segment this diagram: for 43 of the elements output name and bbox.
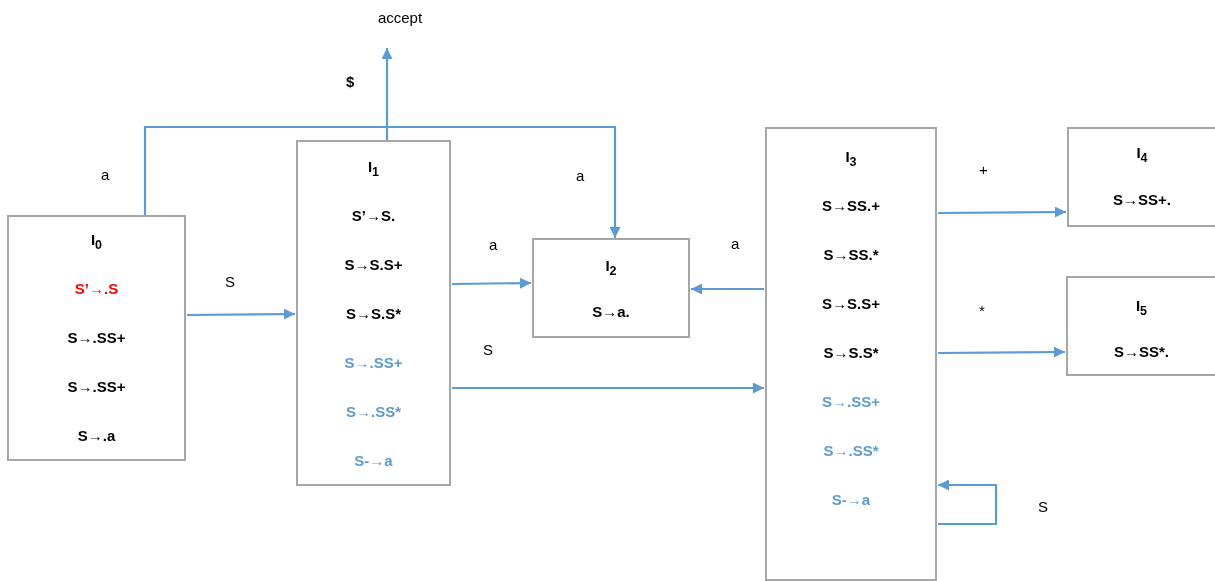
state-box: [1066, 276, 1215, 376]
state-box: [296, 140, 451, 486]
lr-item: S-→a: [353, 451, 394, 471]
lr-item: S→SS.+: [821, 196, 881, 216]
lr-item: S→S.S*: [822, 343, 880, 363]
lr-item: S→.SS*: [345, 402, 402, 422]
lr-item: S-→a: [830, 490, 872, 510]
arrow: [143, 125, 621, 238]
lr-item: S→.SS+: [66, 377, 127, 397]
state-name: I$_{0}$: [89, 230, 104, 254]
accept-label: accept: [376, 8, 424, 28]
state-name: I$_{4}$: [1135, 143, 1149, 167]
lr-item: S→.a: [76, 426, 117, 446]
state-box: [532, 238, 690, 338]
state-name: I$_{3}$: [844, 147, 858, 171]
lr-item: S→.SS+: [343, 353, 404, 373]
arrow: [452, 382, 764, 394]
state-name: I$_{1}$: [366, 157, 381, 181]
lr-item: S→.SS*: [822, 441, 880, 461]
lr-item: S→S.S+: [343, 255, 404, 275]
lr-item: S’→S.: [350, 206, 397, 226]
arrow: [452, 277, 531, 289]
arrow: [187, 308, 295, 320]
lr-item: S→SS.*: [822, 245, 880, 265]
lr-item: S→SS+.: [1112, 190, 1172, 210]
state-box: [765, 127, 937, 581]
lr-item: S’→.S: [73, 279, 120, 299]
lr-item: S→SS*.: [1113, 342, 1170, 362]
edge-label: $: [344, 73, 357, 91]
state-name: I$_{2}$: [604, 256, 618, 280]
arrow: [938, 346, 1065, 358]
arrow: [381, 48, 393, 140]
state-box: [7, 215, 186, 461]
lr-item: S→S.S*: [345, 304, 402, 324]
lr-item: S→a.: [591, 302, 631, 322]
state-box: [1067, 127, 1215, 227]
arrow: [691, 283, 764, 295]
lr-item: S→.SS+: [821, 392, 881, 412]
state-name: I$_{5}$: [1134, 296, 1149, 320]
arrow: [938, 479, 998, 526]
lr-item: S→S.S+: [821, 294, 881, 314]
arrow: [938, 206, 1066, 218]
lr-item: S→.SS+: [66, 328, 127, 348]
